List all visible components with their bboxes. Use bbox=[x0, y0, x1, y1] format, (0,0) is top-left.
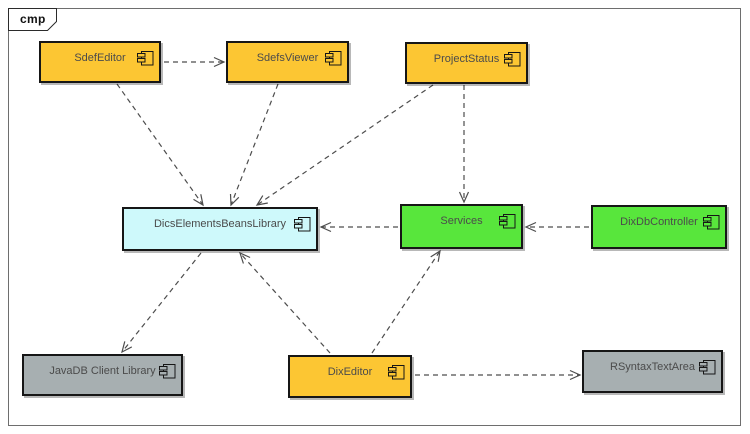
component-label: DixDbController bbox=[620, 216, 698, 228]
component-sdefeditor[interactable]: SdefEditor bbox=[39, 41, 161, 83]
component-projectstatus[interactable]: ProjectStatus bbox=[405, 42, 528, 84]
diagram-tab bbox=[8, 8, 57, 31]
component-icon bbox=[699, 360, 716, 375]
component-icon bbox=[504, 52, 521, 67]
component-sdefsviewer[interactable]: SdefsViewer bbox=[226, 41, 349, 83]
component-label: SdefEditor bbox=[74, 52, 126, 64]
component-label: Services bbox=[440, 215, 483, 227]
component-icon bbox=[294, 217, 311, 232]
component-label: SdefsViewer bbox=[256, 52, 319, 64]
component-label: DixEditor bbox=[327, 366, 373, 378]
component-icon bbox=[388, 365, 405, 380]
component-label: DicsElementsBeansLibrary bbox=[153, 218, 287, 230]
component-label: ProjectStatus bbox=[433, 53, 500, 65]
component-dixeditor[interactable]: DixEditor bbox=[288, 355, 412, 398]
component-dixdbcontroller[interactable]: DixDbController bbox=[591, 205, 727, 249]
component-label: RSyntaxTextArea bbox=[610, 361, 695, 373]
component-icon bbox=[499, 214, 516, 229]
component-dicselementsbeanslibrary[interactable]: DicsElementsBeansLibrary bbox=[122, 207, 318, 251]
component-icon bbox=[159, 364, 176, 379]
component-icon bbox=[703, 215, 720, 230]
component-rsyntaxtextarea[interactable]: RSyntaxTextArea bbox=[582, 350, 723, 393]
component-icon bbox=[137, 51, 154, 66]
component-javadbclientlibrary[interactable]: JavaDB Client Library bbox=[22, 354, 183, 396]
diagram-tab-label: cmp bbox=[20, 12, 46, 26]
component-icon bbox=[325, 51, 342, 66]
component-services[interactable]: Services bbox=[400, 204, 523, 249]
component-label: JavaDB Client Library bbox=[49, 365, 156, 377]
